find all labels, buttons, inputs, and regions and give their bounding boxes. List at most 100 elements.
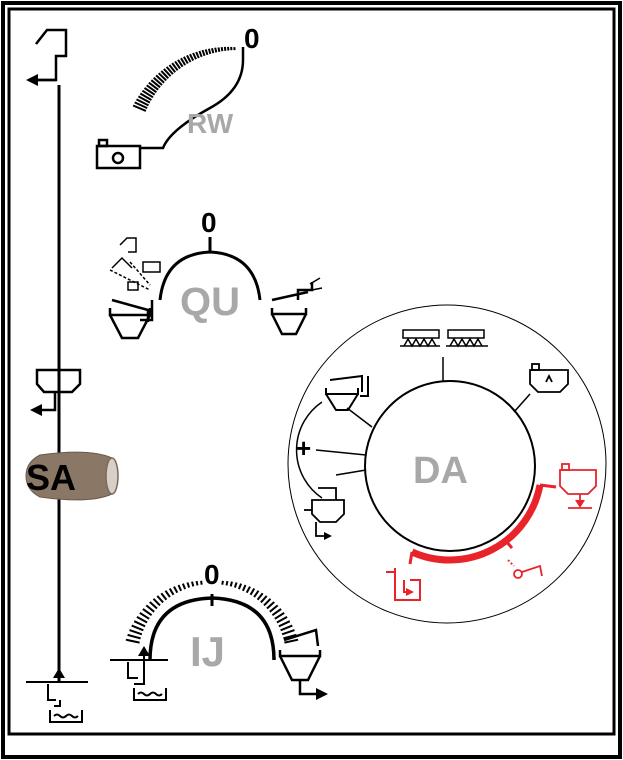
dial-tick: [237, 583, 243, 590]
dial-tick: [229, 581, 233, 587]
qu-fill-sources-icon[interactable]: [109, 237, 161, 291]
dial-tick: [165, 66, 174, 75]
dial-tick: [160, 592, 168, 601]
dial-tick: [132, 104, 147, 112]
dial-tick: [266, 601, 275, 610]
qu-hopper-water-fill-icon[interactable]: [270, 277, 323, 336]
dial-tick: [149, 601, 158, 610]
dial-tick: [180, 57, 187, 66]
dial-tick: [198, 50, 203, 58]
dial-tick: [276, 616, 288, 624]
dial-tick: [211, 47, 215, 54]
rw-arc: [140, 47, 245, 150]
ij-hopper-outlet-icon[interactable]: [278, 628, 328, 700]
dial-tick: [186, 582, 191, 588]
dial-tick: [201, 49, 206, 57]
sa-label: SA: [26, 457, 76, 498]
dial-tick: [233, 582, 238, 588]
bottom-left-water-suction-icon[interactable]: [26, 668, 88, 723]
dial-tick: [143, 87, 156, 96]
dial-tick: [245, 586, 251, 594]
sa-selector[interactable]: SA: [25, 451, 119, 501]
da-distributor[interactable]: DA +: [287, 304, 607, 624]
ij-ticks: [125, 580, 299, 644]
dial-tick: [220, 46, 224, 52]
da-tank-drain-icon[interactable]: [559, 463, 597, 509]
dial-tick: [256, 592, 264, 601]
dial-tick: [136, 98, 149, 107]
dial-tick: [141, 89, 154, 99]
da-spray-gun-icon[interactable]: [507, 559, 543, 579]
ij-water-suction-icon[interactable]: [110, 646, 168, 701]
dial-tick: [263, 598, 272, 607]
dial-tick: [136, 616, 148, 624]
mid-left-tank-outlet-icon[interactable]: [30, 368, 82, 416]
rw-zero: 0: [244, 23, 260, 54]
qu-label: QU: [180, 280, 240, 324]
dial-tick: [145, 604, 155, 613]
dial-tick: [134, 101, 148, 110]
dial-tick: [278, 620, 291, 628]
dial-tick: [174, 60, 181, 70]
da-plus: +: [296, 433, 311, 463]
rw-ticks: [132, 46, 236, 112]
dial-tick: [200, 580, 203, 585]
dial-tick: [274, 612, 285, 620]
dial-tick: [171, 62, 179, 71]
dial-tick: [183, 56, 189, 65]
dial-tick: [195, 51, 200, 59]
dial-tick: [249, 587, 256, 596]
da-spray-boom-icon[interactable]: [400, 329, 488, 348]
dial-tick: [271, 608, 282, 617]
da-outer-circle: [287, 304, 607, 624]
dial-tick: [177, 59, 184, 68]
rinse-tank-icon[interactable]: [95, 138, 142, 170]
dial-tick: [168, 587, 175, 596]
da-active-arc: [410, 484, 544, 564]
dial-tick: [150, 79, 161, 89]
rw-label: RW: [187, 108, 234, 139]
top-left-tank-outlet-icon[interactable]: [26, 28, 68, 86]
dial-tick: [155, 74, 165, 84]
dial-tick: [177, 584, 183, 592]
dial-tick: [181, 583, 187, 590]
dial-tick: [153, 77, 163, 86]
dial-tick: [217, 47, 221, 52]
dial-tick: [146, 84, 157, 94]
dial-tick: [131, 624, 144, 632]
ij-dial[interactable]: 0 IJ: [110, 559, 328, 701]
dial-tick: [195, 580, 199, 586]
dial-tick: [148, 81, 159, 91]
da-inner-circle: [364, 380, 536, 552]
dial-tick: [207, 48, 212, 55]
dial-tick: [139, 92, 152, 101]
qu-dial[interactable]: 0 QU: [108, 207, 323, 340]
qu-zero: 0: [201, 207, 217, 238]
dial-tick: [221, 580, 224, 585]
dial-tick: [139, 612, 150, 620]
dial-tick: [204, 49, 209, 56]
dial-tick: [260, 595, 268, 604]
da-induction-hopper-icon[interactable]: [325, 374, 369, 411]
rw-dial[interactable]: 0 RW: [95, 23, 260, 170]
dial-tick: [133, 620, 146, 628]
dial-tick: [173, 586, 179, 594]
da-tank-cleaning-icon[interactable]: [529, 363, 569, 393]
dial-tick: [283, 633, 297, 640]
da-tank-agitation-icon[interactable]: [304, 487, 345, 540]
dial-tick: [168, 64, 176, 73]
dial-tick: [156, 595, 164, 604]
dial-tick: [137, 95, 151, 104]
dial-tick: [125, 638, 140, 644]
dial-tick: [284, 638, 299, 644]
qu-induction-hopper-icon[interactable]: [108, 298, 154, 340]
dial-tick: [164, 590, 171, 598]
da-canister-flush-icon[interactable]: [386, 568, 421, 601]
da-label: DA: [413, 450, 468, 492]
ij-zero: 0: [204, 559, 220, 590]
dial-tick: [192, 52, 197, 60]
dial-tick: [269, 604, 279, 613]
dial-tick: [253, 590, 260, 598]
